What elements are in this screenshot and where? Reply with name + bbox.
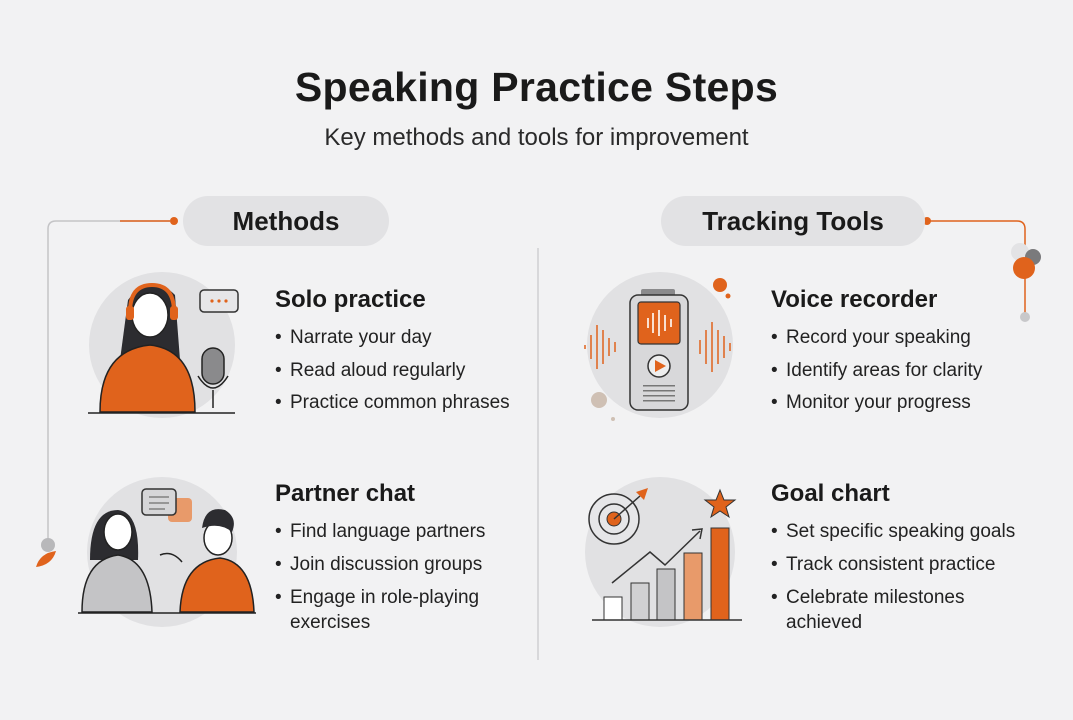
bullet-item: Narrate your day: [275, 322, 510, 355]
solo-practice-illustration: [88, 272, 239, 418]
bullet-item: Monitor your progress: [771, 387, 982, 420]
item-heading: Goal chart: [771, 480, 890, 507]
connector-dot: [170, 217, 178, 225]
bullet-item: Practice common phrases: [275, 387, 510, 420]
item-voice-recorder: Voice recorder Record your speaking Iden…: [771, 286, 982, 420]
section-pill-methods: Methods: [183, 196, 389, 246]
connector-dot: [41, 538, 55, 552]
section-pill-tracking-tools: Tracking Tools: [661, 196, 925, 246]
bullet-list: Set specific speaking goals Track consis…: [771, 516, 1021, 635]
bullet-item: Read aloud regularly: [275, 355, 510, 388]
voice-recorder-illustration: [584, 272, 733, 421]
item-partner-chat: Partner chat Find language partners Join…: [275, 480, 495, 635]
bullet-item: Join discussion groups: [275, 549, 495, 582]
item-heading: Partner chat: [275, 480, 416, 507]
bullet-item: Track consistent practice: [771, 549, 1021, 582]
connector-dot: [923, 217, 931, 225]
item-solo-practice: Solo practice Narrate your day Read alou…: [275, 286, 510, 420]
partner-chat-illustration: [78, 477, 256, 627]
goal-chart-illustration: [585, 477, 742, 627]
bullet-list: Find language partners Join discussion g…: [275, 516, 495, 635]
bullet-item: Celebrate milestones achieved: [771, 581, 991, 635]
bullet-item: Find language partners: [275, 516, 495, 549]
connector-dot: [1020, 312, 1030, 322]
right-connector-line: [927, 220, 1026, 316]
left-connector-line: [47, 220, 175, 540]
bullet-item: Identify areas for clarity: [771, 355, 982, 388]
connector-dot: [1013, 257, 1035, 279]
bullet-list: Record your speaking Identify areas for …: [771, 322, 982, 420]
bullet-item: Record your speaking: [771, 322, 982, 355]
page-subtitle: Key methods and tools for improvement: [324, 124, 749, 151]
bullet-list: Narrate your day Read aloud regularly Pr…: [275, 322, 510, 420]
leaf-icon: [36, 551, 56, 567]
item-heading: Voice recorder: [771, 286, 938, 313]
item-goal-chart: Goal chart Set specific speaking goals T…: [771, 480, 1021, 635]
bullet-item: Set specific speaking goals: [771, 516, 1021, 549]
item-heading: Solo practice: [275, 286, 426, 313]
page-title: Speaking Practice Steps: [294, 64, 779, 110]
bullet-item: Engage in role-playing exercises: [275, 581, 495, 635]
